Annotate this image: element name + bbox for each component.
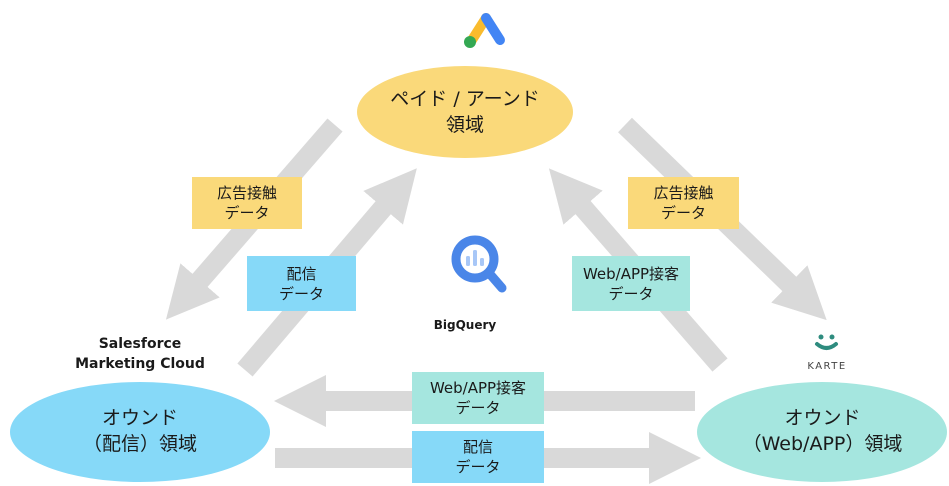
owned-web-line2: （Web/APP）領域 bbox=[742, 433, 903, 455]
bottom-web-guest-box: Web/APP接客 データ bbox=[412, 372, 544, 424]
right-ad-contact-line2: データ bbox=[660, 204, 706, 222]
left-delivery-line1: 配信 bbox=[286, 264, 317, 283]
owned-web-node: オウンド （Web/APP）領域 bbox=[700, 405, 945, 457]
left-delivery-line2: データ bbox=[278, 284, 324, 303]
bottom-delivery-line2: データ bbox=[455, 458, 501, 476]
owned-delivery-ellipse bbox=[10, 382, 270, 482]
left-ad-contact-line1: 広告接触 bbox=[216, 184, 277, 202]
owned-web-line1: オウンド bbox=[784, 407, 861, 429]
owned-delivery-line2: （配信）領域 bbox=[82, 433, 197, 455]
owned-web-ellipse bbox=[697, 382, 947, 482]
right-ad-contact-box: 広告接触 データ bbox=[628, 177, 739, 229]
salesforce-line1: Salesforce bbox=[98, 336, 182, 352]
bigquery-icon bbox=[451, 235, 507, 293]
bottom-web-guest-line2: データ bbox=[455, 399, 501, 417]
paid-node-line2: 領域 bbox=[445, 114, 484, 136]
owned-delivery-node: オウンド （配信）領域 bbox=[20, 405, 260, 457]
salesforce-line2: Marketing Cloud bbox=[75, 356, 205, 372]
salesforce-label: Salesforce Marketing Cloud bbox=[60, 334, 220, 374]
left-ad-contact-box: 広告接触 データ bbox=[192, 177, 302, 229]
right-web-guest-line1: Web/APP接客 bbox=[582, 264, 680, 283]
left-delivery-box: 配信 データ bbox=[247, 256, 356, 311]
bigquery-label: BigQuery bbox=[433, 318, 497, 332]
bottom-delivery-line1: 配信 bbox=[462, 438, 493, 456]
paid-ellipse bbox=[357, 66, 573, 158]
right-web-guest-box: Web/APP接客 データ bbox=[572, 256, 690, 311]
right-ad-contact-line1: 広告接触 bbox=[653, 184, 714, 202]
paid-node: ペイド / アーンド 領域 bbox=[365, 86, 565, 138]
left-ad-contact-line2: データ bbox=[224, 204, 270, 222]
right-web-guest-line2: データ bbox=[608, 284, 654, 303]
google-ads-icon bbox=[464, 13, 505, 48]
karte-icon bbox=[815, 334, 838, 350]
bottom-delivery-box: 配信 データ bbox=[412, 431, 544, 483]
paid-node-line1: ペイド / アーンド bbox=[390, 88, 540, 110]
owned-delivery-line1: オウンド bbox=[101, 407, 178, 429]
karte-label: KARTE bbox=[807, 361, 847, 372]
bottom-web-guest-line1: Web/APP接客 bbox=[429, 379, 527, 397]
